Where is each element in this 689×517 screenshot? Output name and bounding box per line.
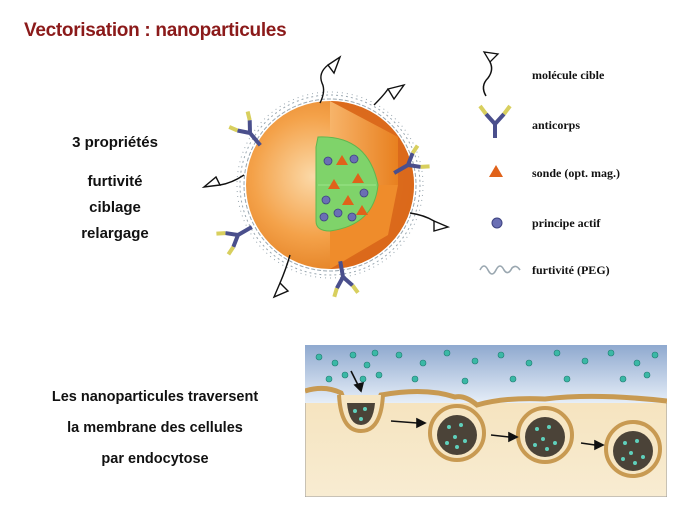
endocytosis-caption: Les nanoparticules traversent la membran… <box>20 382 290 475</box>
endocytosis-illustration <box>305 345 667 497</box>
legend-label: sonde (opt. mag.) <box>532 166 621 180</box>
antibody-icon <box>216 111 430 298</box>
peg-coil-icon <box>479 265 521 275</box>
caption-line: la membrane des cellules <box>67 420 243 436</box>
active-ingredient-dot-icon <box>319 154 369 222</box>
nanoparticle-dots <box>315 349 659 385</box>
legend-label: molécule cible <box>532 68 605 82</box>
properties-heading: 3 propriétés <box>72 134 158 151</box>
target-molecule-icon <box>482 51 500 97</box>
legend-label: anticorps <box>532 118 580 132</box>
target-molecule-icon <box>201 55 451 299</box>
internalized-particles <box>353 407 645 465</box>
legend-label: furtivité (PEG) <box>532 263 610 277</box>
property-item: relargage <box>81 225 149 242</box>
caption-line: Les nanoparticules traversent <box>51 389 259 405</box>
nanoparticle-diagram <box>201 55 451 299</box>
probe-triangle-icon <box>328 155 368 215</box>
property-item: ciblage <box>89 199 141 216</box>
active-ingredient-dot-icon <box>491 217 503 229</box>
vesicle <box>516 406 574 464</box>
legend-label: principe actif <box>532 216 601 230</box>
slide-title: Vectorisation : nanoparticules <box>24 20 287 41</box>
caption-line: par endocytose <box>101 451 209 467</box>
antibody-icon <box>478 104 512 138</box>
properties-block: 3 propriétés furtivité ciblage relargage <box>40 134 190 247</box>
property-item: furtivité <box>87 173 143 190</box>
vesicle <box>337 394 385 434</box>
probe-triangle-icon <box>489 165 503 177</box>
vesicle <box>604 420 662 478</box>
vesicle <box>428 404 486 462</box>
peg-corona <box>236 91 424 279</box>
legend: molécule cible anticorps sonde (opt. mag… <box>470 50 680 300</box>
arrow-icon <box>350 370 605 451</box>
